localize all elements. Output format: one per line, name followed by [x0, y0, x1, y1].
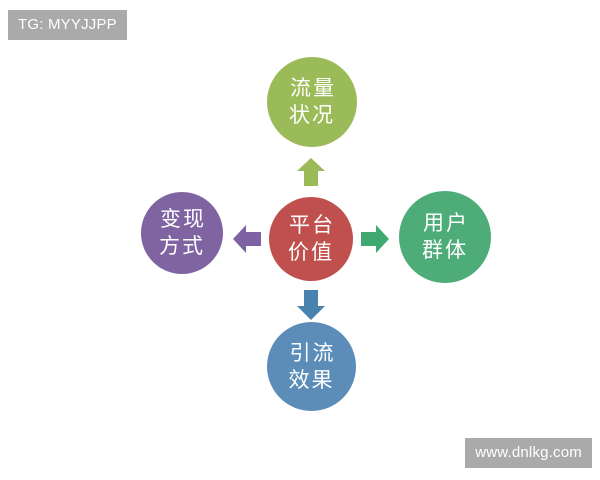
diagram-node-left[interactable]: 变现 方式	[141, 192, 223, 274]
diagram-node-left-label: 变现 方式	[159, 207, 206, 258]
diagram-node-top-label: 流量 状况	[289, 76, 336, 127]
diagram-node-center-label: 平台 价值	[288, 213, 335, 264]
diagram-node-top[interactable]: 流量 状况	[267, 57, 357, 147]
diagram-node-center[interactable]: 平台 价值	[269, 197, 353, 281]
diagram-node-bottom[interactable]: 引流 效果	[267, 322, 356, 411]
diagram-node-right-label: 用户 群体	[422, 211, 469, 262]
arrow-down-icon	[297, 290, 325, 320]
diagram-node-right[interactable]: 用户 群体	[399, 191, 491, 283]
diagram-node-bottom-label: 引流 效果	[288, 340, 336, 392]
arrow-left-icon	[233, 225, 261, 253]
watermark-top-left: TG: MYYJJPP	[8, 10, 127, 40]
arrow-right-icon	[361, 225, 389, 253]
watermark-bottom-right: www.dnlkg.com	[465, 438, 592, 468]
arrow-up-icon	[297, 158, 325, 186]
